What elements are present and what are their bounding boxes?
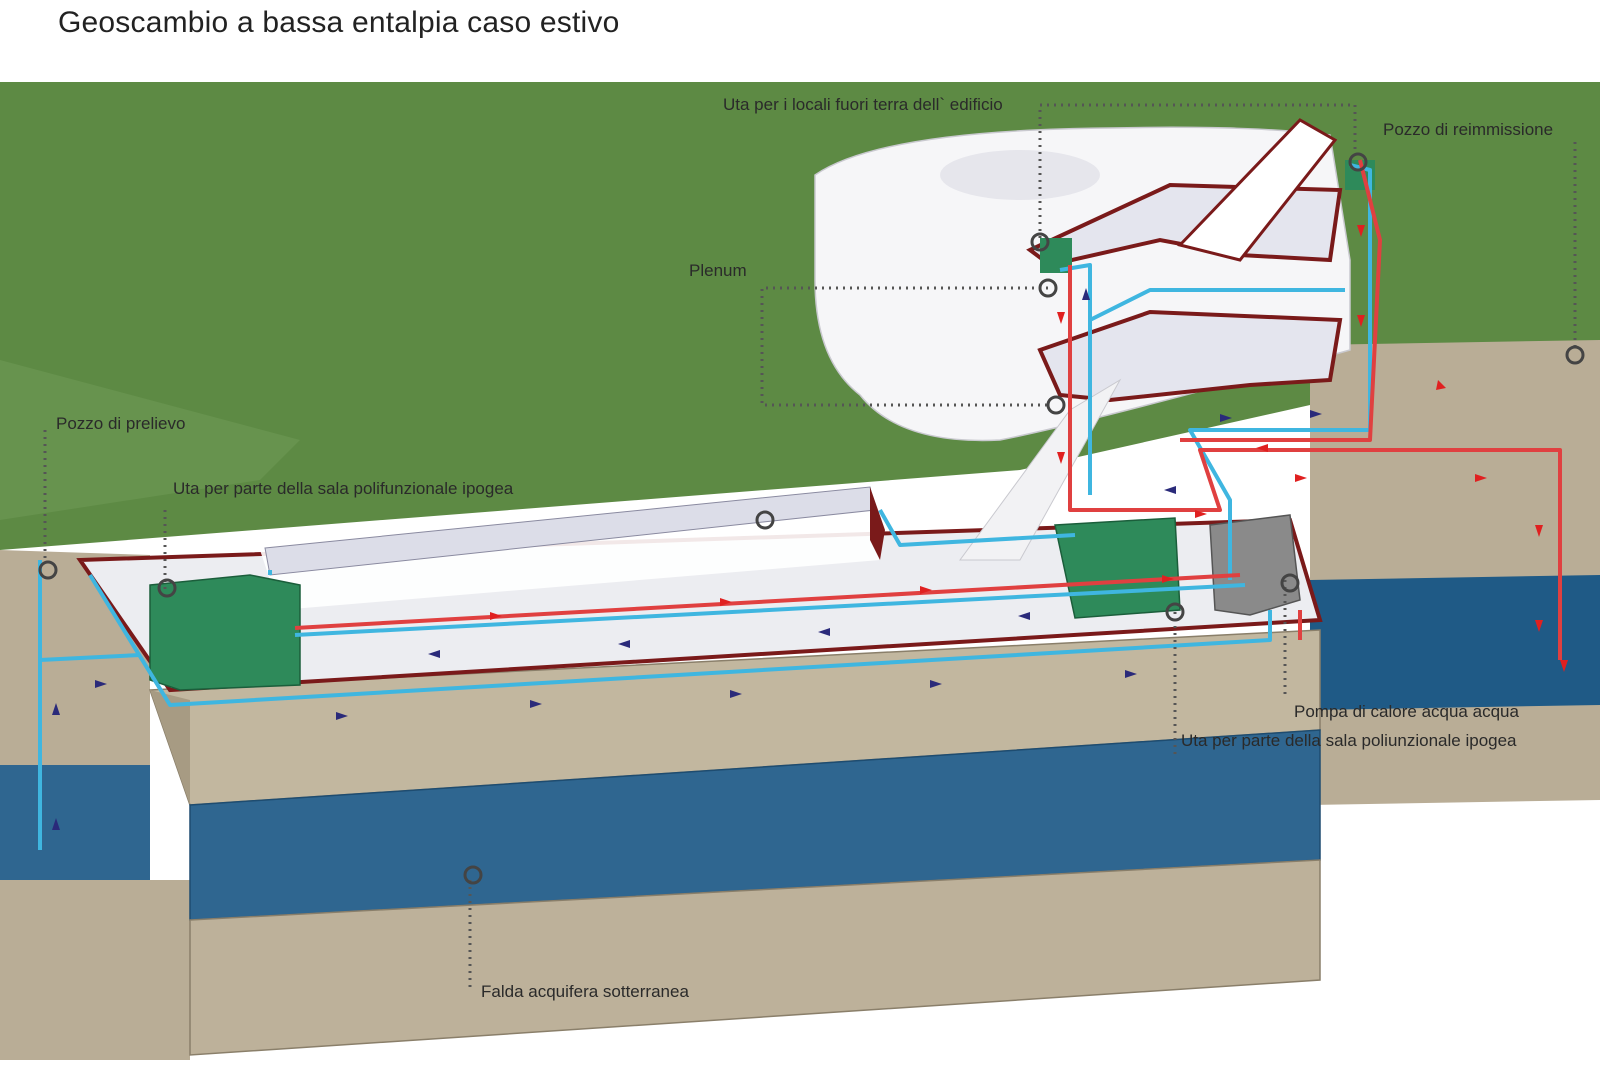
ground-block-right bbox=[1310, 340, 1600, 805]
flow-arrows-cold bbox=[52, 288, 1322, 830]
flow-arrows-warm bbox=[490, 225, 1568, 672]
soil-layer bbox=[148, 629, 1321, 806]
label-uta-polifunzionale: Uta per parte della sala polifunzionale … bbox=[173, 479, 514, 498]
ground-block-left bbox=[0, 550, 190, 1060]
heat-pump bbox=[1209, 514, 1301, 616]
label-falda: Falda acquifera sotterranea bbox=[481, 982, 689, 1001]
label-pozzo-prelievo: Pozzo di prelievo bbox=[56, 414, 185, 433]
diagram-title: Geoscambio a bassa entalpia caso estivo bbox=[58, 6, 620, 39]
callout-markers bbox=[38, 152, 1585, 885]
label-plenum: Plenum bbox=[689, 261, 747, 280]
building bbox=[814, 118, 1351, 561]
bottom-soil-layer bbox=[189, 859, 1321, 1056]
callout-leaders bbox=[43, 103, 1577, 990]
label-pozzo-reimmissione: Pozzo di reimmissione bbox=[1383, 120, 1553, 139]
label-uta-fuori-terra: Uta per i locali fuori terra dell` edifi… bbox=[723, 95, 1003, 114]
cold-pipes bbox=[38, 163, 1372, 850]
uta-box-left bbox=[149, 574, 301, 691]
plenum-duct bbox=[264, 486, 885, 576]
uta-box-right bbox=[1054, 517, 1181, 619]
label-pompa-calore: Pompa di calore acqua acqua bbox=[1294, 702, 1519, 721]
label-uta-poliunzionale: Uta per parte della sala poliunzionale i… bbox=[1181, 731, 1517, 750]
warm-pipes bbox=[294, 159, 1562, 660]
